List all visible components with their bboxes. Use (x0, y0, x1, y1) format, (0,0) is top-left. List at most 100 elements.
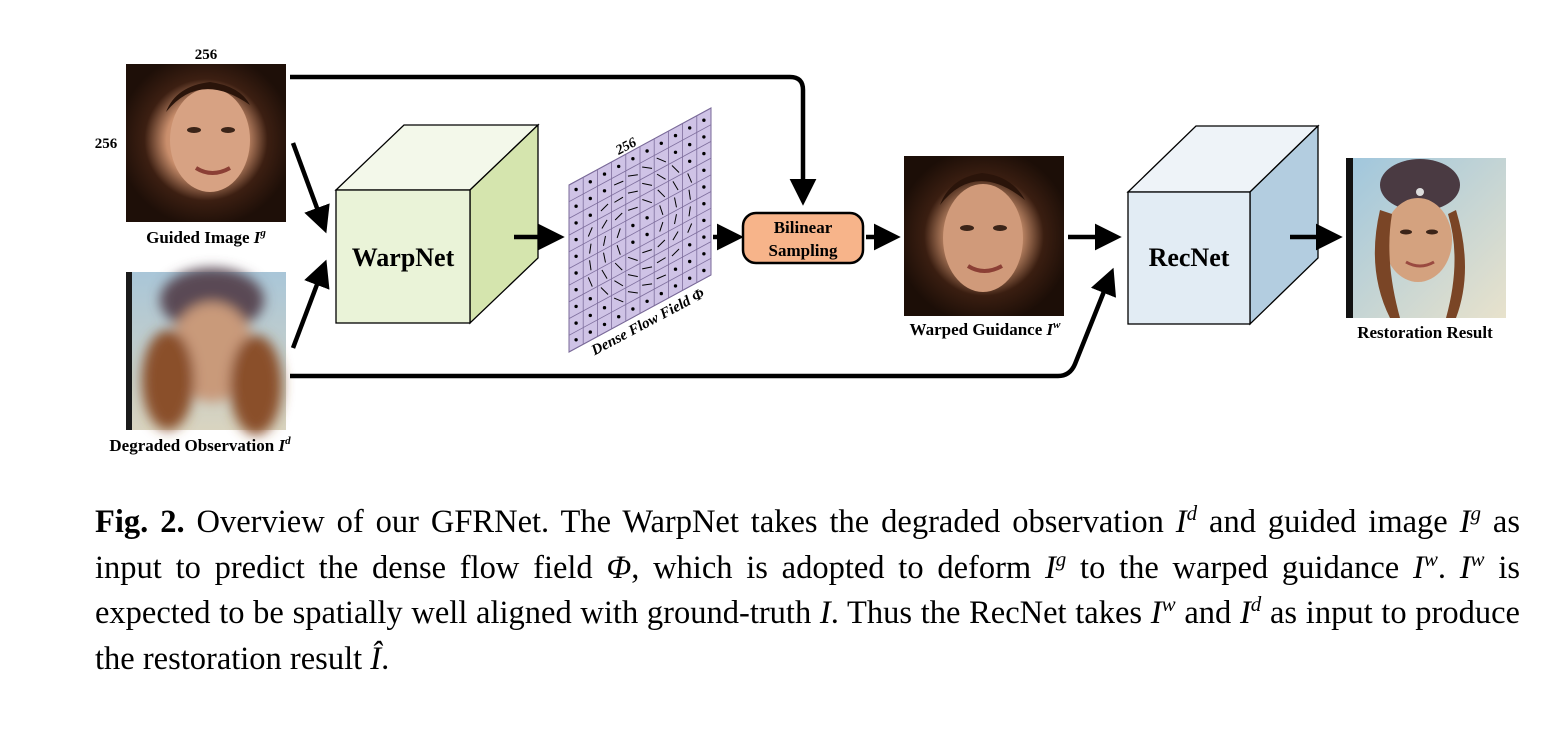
flow-dot (702, 268, 706, 273)
caption-symbol: I (1150, 595, 1162, 631)
flow-dot (631, 157, 635, 161)
flow-vector (600, 203, 609, 212)
flow-vector (589, 243, 592, 254)
flow-dot (574, 271, 578, 275)
flow-vector (616, 228, 621, 239)
flow-vector (672, 181, 679, 191)
caption-sup: d (1186, 501, 1198, 526)
flow-dot (688, 243, 692, 247)
caption-text: and guided image (1197, 504, 1460, 540)
caption-symbol: I (1459, 504, 1471, 540)
flow-dot (702, 118, 706, 122)
flow-dot (631, 223, 635, 228)
flow-vector (642, 182, 653, 186)
flow-dot (673, 150, 678, 155)
arrow-degraded-to-recnet (290, 267, 1117, 379)
flow-vector (656, 274, 667, 280)
caption-sup: d (1250, 592, 1262, 617)
flow-vector (627, 291, 638, 294)
flow-dot (574, 254, 578, 258)
caption-sup: w (1161, 592, 1176, 617)
flow-grid-line (568, 224, 712, 303)
flow-dot (574, 237, 578, 242)
caption-sup: g (1055, 546, 1067, 571)
bilinear-sampling-box (741, 211, 865, 265)
bilinear-line1: Bilinear (774, 218, 833, 237)
caption-symbol: I (1459, 549, 1471, 586)
flow-vector (601, 219, 608, 229)
flow-vector (687, 223, 693, 233)
flow-vector (613, 297, 624, 303)
flow-vector (674, 197, 677, 208)
flow-dot (645, 232, 649, 237)
flow-vector (627, 256, 638, 261)
caption-text: , which is adopted to deform (631, 549, 1045, 586)
flow-dot (602, 322, 607, 327)
flow-dot (602, 306, 607, 310)
bilinear-line2: Sampling (769, 241, 838, 260)
flow-dot (574, 187, 578, 192)
flow-dot (702, 185, 706, 189)
flow-vector (656, 257, 666, 264)
flow-dot (702, 235, 706, 239)
flow-dot (588, 330, 592, 334)
caption-text: to the warped guidance (1066, 549, 1413, 586)
flow-vector (589, 260, 592, 271)
caption-symbol: I (1044, 549, 1056, 586)
flow-vector (659, 205, 664, 216)
flow-grid-line (568, 257, 712, 336)
flow-dot (574, 321, 578, 325)
flow-dot (588, 196, 592, 201)
flow-vector (642, 199, 653, 204)
flow-vector (671, 248, 680, 257)
flow-dot (588, 180, 592, 184)
flow-dot (659, 141, 663, 146)
flow-dot (574, 288, 578, 292)
flow-vector (656, 173, 666, 180)
flow-dot (688, 276, 692, 280)
flow-dot (645, 216, 649, 220)
flow-dot (602, 189, 607, 193)
guided-height-label: 256 (95, 136, 118, 152)
guided-image (126, 64, 286, 222)
flow-vector (657, 239, 666, 248)
flow-vector (613, 180, 624, 186)
flow-dot (617, 164, 621, 169)
flow-grid-line (568, 207, 712, 286)
restoration-result-label: Restoration Result (1357, 323, 1493, 342)
degraded-image (126, 268, 286, 435)
flow-vector (657, 189, 666, 198)
flow-vector (642, 266, 653, 270)
flow-dot (702, 151, 706, 156)
flow-vector (627, 190, 638, 194)
caption-text: as input to produce the restoration resu… (95, 595, 1520, 677)
caption-sup: g (1470, 501, 1481, 526)
flow-vector (672, 231, 679, 241)
flow-dot (702, 168, 706, 173)
flow-vector (642, 283, 653, 286)
flow-vector (600, 287, 609, 295)
flow-vector (603, 252, 606, 263)
restoration-result-image (1346, 158, 1506, 318)
flow-dot (631, 240, 635, 244)
caption-symbol: I (819, 595, 831, 631)
caption-text: Overview of our GFRNet. The WarpNet take… (184, 504, 1176, 540)
flow-vector (671, 165, 680, 173)
flow-vector (659, 221, 664, 232)
flow-dot (617, 315, 621, 319)
flow-dot (631, 307, 635, 311)
arrow-degraded-to-warpnet (290, 259, 330, 349)
flow-vector (688, 206, 691, 217)
flow-vector (687, 173, 693, 183)
arrow-guided-to-bilinear (290, 74, 817, 206)
flow-dot (673, 284, 678, 288)
caption-text: . Thus the RecNet takes (830, 595, 1151, 631)
flow-vector (587, 227, 593, 237)
flow-dot (659, 291, 663, 296)
flow-vector (614, 280, 624, 287)
flow-dot (574, 338, 578, 342)
flow-grid-line (568, 241, 712, 319)
warpnet-front (335, 189, 471, 324)
caption-fig-label: Fig. 2. (95, 504, 185, 540)
recnet-block (1126, 124, 1320, 326)
